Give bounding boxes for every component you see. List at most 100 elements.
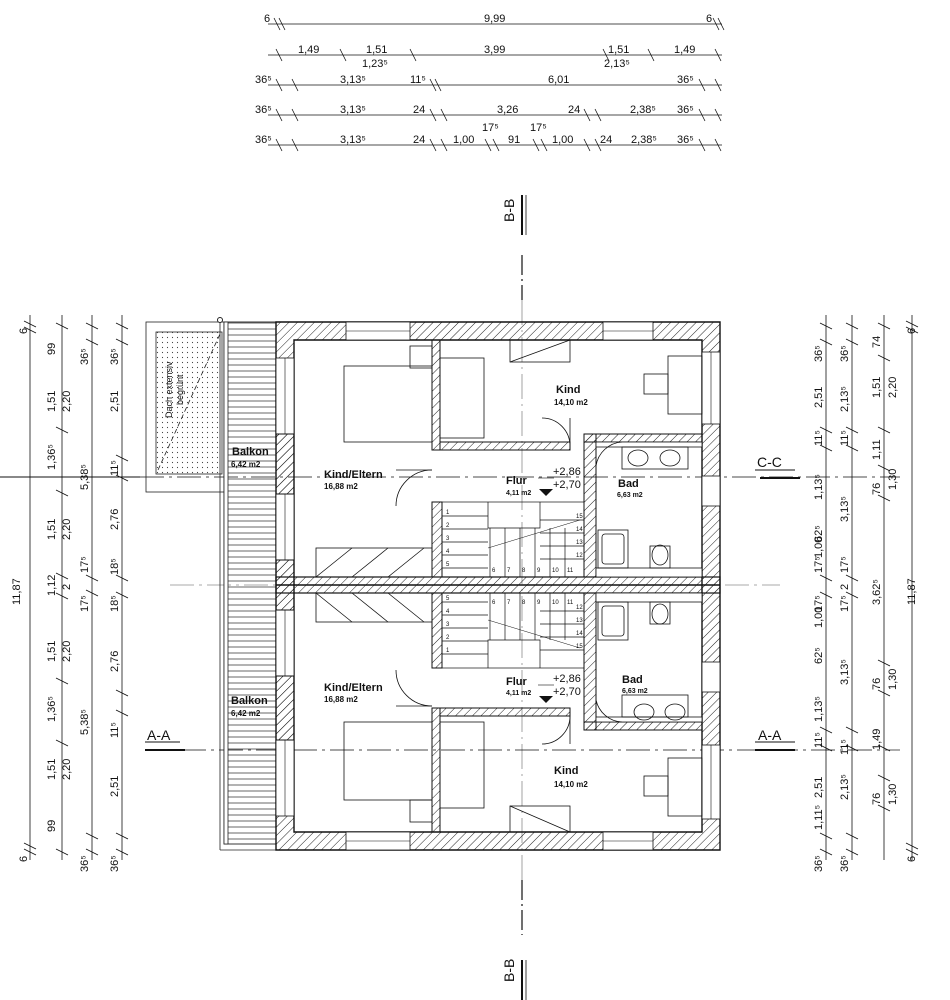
level-upper-top: +2,86 <box>553 466 581 478</box>
svg-text:76: 76 <box>871 483 883 495</box>
level-markers: +2,86 +2,70 +2,86 +2,70 <box>538 466 581 703</box>
svg-text:17⁵: 17⁵ <box>813 556 825 573</box>
stair-step-number: 2 <box>446 523 450 529</box>
room-kind-upper-area: 14,10 m2 <box>554 398 588 407</box>
svg-text:2,76: 2,76 <box>109 509 121 530</box>
dim-label: 24 <box>413 104 425 116</box>
doors <box>395 417 623 745</box>
svg-text:74: 74 <box>871 336 883 348</box>
stair-step-number: 12 <box>576 605 583 611</box>
svg-text:2,51: 2,51 <box>109 391 121 412</box>
top-dimensions <box>268 17 725 152</box>
svg-text:17⁵: 17⁵ <box>79 556 91 573</box>
room-bad-lower-area: 6,63 m2 <box>622 688 648 695</box>
dim-label: 3,13⁵ <box>340 74 366 86</box>
svg-text:1,30: 1,30 <box>887 669 899 690</box>
svg-text:2: 2 <box>839 584 851 590</box>
room-kind-eltern-upper: Kind/Eltern <box>324 469 383 481</box>
room-kind-lower-area: 14,10 m2 <box>554 780 588 789</box>
room-kind-eltern-upper-area: 16,88 m2 <box>324 482 358 491</box>
svg-text:2,51: 2,51 <box>813 387 825 408</box>
room-labels: Kind 14,10 m2 Kind/Eltern 16,88 m2 Balko… <box>231 384 648 789</box>
svg-text:2,20: 2,20 <box>61 759 73 780</box>
dim-label: 17⁵ <box>530 122 547 134</box>
room-balkon-lower: Balkon <box>231 695 268 707</box>
svg-text:2: 2 <box>61 584 73 590</box>
room-flur-lower: Flur <box>506 676 527 688</box>
level-upper-bottom: +2,70 <box>553 479 581 491</box>
room-kind-lower: Kind <box>554 765 578 777</box>
svg-text:11⁵: 11⁵ <box>813 732 825 748</box>
left-dimension-labels: 6 99 1,51 1,36⁵ 1,51 1,12 1,51 1,36⁵ 1,5… <box>11 328 121 872</box>
right-dimension-labels: 36⁵ 2,51 11⁵ 1,13⁵ 1,00 17⁵ 17⁵ 1,00 62⁵… <box>813 328 918 872</box>
svg-text:1,11⁵: 1,11⁵ <box>813 805 825 830</box>
room-bad-upper-area: 6,63 m2 <box>617 492 643 499</box>
dim-label: 36⁵ <box>255 134 272 146</box>
room-flur-lower-area: 4,11 m2 <box>506 690 531 697</box>
svg-text:1,51: 1,51 <box>46 519 58 540</box>
svg-text:6: 6 <box>18 328 30 334</box>
dim-label: 1,49 <box>674 44 695 56</box>
svg-text:1,36⁵: 1,36⁵ <box>46 696 58 722</box>
roof-note-line2: begrünt <box>175 374 185 405</box>
stair-step-number: 1 <box>446 648 450 654</box>
svg-text:1,12: 1,12 <box>46 575 58 596</box>
svg-text:62⁵: 62⁵ <box>813 525 825 542</box>
stair-step-number: 5 <box>446 562 450 568</box>
svg-text:11⁵: 11⁵ <box>109 722 121 738</box>
svg-text:1,13⁵: 1,13⁵ <box>813 474 825 500</box>
room-flur-upper: Flur <box>506 475 527 487</box>
svg-text:76: 76 <box>871 793 883 805</box>
svg-text:17⁵: 17⁵ <box>813 595 825 612</box>
svg-text:2,51: 2,51 <box>813 777 825 798</box>
stair-step-number: 13 <box>576 618 583 624</box>
svg-text:6: 6 <box>906 856 918 862</box>
svg-text:5,38⁵: 5,38⁵ <box>79 709 91 735</box>
right-dimensions <box>819 315 919 860</box>
svg-text:11⁵: 11⁵ <box>813 430 825 446</box>
stair-step-number: 14 <box>576 631 583 637</box>
svg-text:1,00: 1,00 <box>813 537 825 558</box>
svg-text:1,51: 1,51 <box>46 641 58 662</box>
svg-text:36⁵: 36⁵ <box>79 348 91 365</box>
dim-label: 24 <box>413 134 425 146</box>
stair-step-number: 7 <box>507 568 511 574</box>
svg-text:6: 6 <box>906 328 918 334</box>
room-flur-upper-area: 4,11 m2 <box>506 490 531 497</box>
room-kind-eltern-lower: Kind/Eltern <box>324 682 383 694</box>
svg-text:1,49: 1,49 <box>871 729 883 750</box>
level-lower-bottom: +2,70 <box>553 686 581 698</box>
dim-label: 1,23⁵ <box>362 58 388 70</box>
svg-text:3,13⁵: 3,13⁵ <box>839 659 851 685</box>
svg-text:18⁵: 18⁵ <box>109 558 121 575</box>
svg-text:18⁵: 18⁵ <box>109 595 121 612</box>
room-balkon-lower-area: 6,42 m2 <box>231 709 261 718</box>
stair-step-number: 1 <box>446 510 450 516</box>
svg-text:1,11: 1,11 <box>871 439 883 460</box>
section-label-cc: C-C <box>757 454 782 470</box>
stair-step-number: 8 <box>522 568 526 574</box>
dim-label: 24 <box>568 104 580 116</box>
svg-text:17⁵: 17⁵ <box>79 595 91 612</box>
section-label-aa-right: A-A <box>758 727 782 743</box>
section-label-aa-left: A-A <box>147 727 171 743</box>
building-walls <box>275 321 721 851</box>
svg-text:11⁵: 11⁵ <box>109 460 121 476</box>
dim-label: 1,49 <box>298 44 319 56</box>
svg-text:2,20: 2,20 <box>61 519 73 540</box>
dim-label: 1,00 <box>552 134 573 146</box>
stair-step-number: 12 <box>576 553 583 559</box>
dim-label: 3,99 <box>484 44 505 56</box>
dim-label: 6 <box>706 13 712 25</box>
svg-text:76: 76 <box>871 678 883 690</box>
dim-label: 91 <box>508 134 520 146</box>
svg-text:36⁵: 36⁵ <box>839 855 851 872</box>
svg-text:2,76: 2,76 <box>109 651 121 672</box>
svg-text:6: 6 <box>18 856 30 862</box>
svg-text:2,51: 2,51 <box>109 776 121 797</box>
dim-label: 36⁵ <box>255 74 272 86</box>
dim-label: 6 <box>264 13 270 25</box>
svg-text:36⁵: 36⁵ <box>813 855 825 872</box>
svg-text:36⁵: 36⁵ <box>813 345 825 362</box>
svg-text:1,00: 1,00 <box>813 607 825 628</box>
